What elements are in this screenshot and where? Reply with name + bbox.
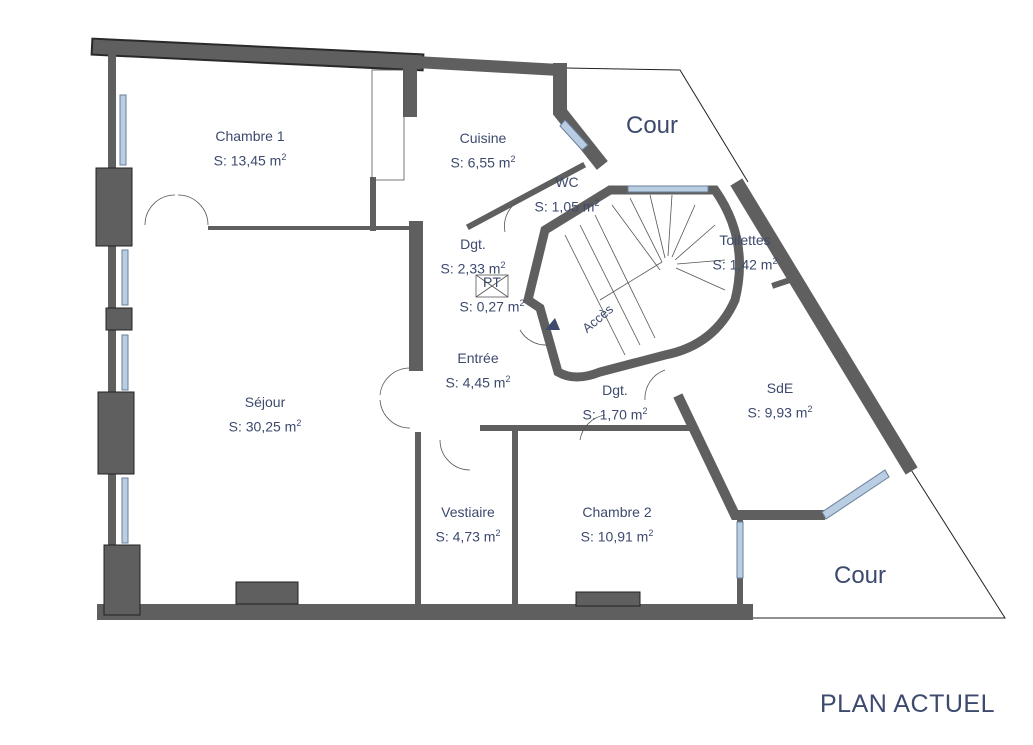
stair-enclosure [522,185,744,382]
wall-right [730,178,918,475]
room-name: Chambre 1 [215,128,285,144]
room-area: S: 9,93 [747,404,792,421]
room-name: SdE [766,380,794,396]
room-name: Cuisine [459,130,507,146]
pillar [95,167,133,247]
stair-steps [564,194,726,356]
room-name: Dgt. [602,382,628,398]
room-area: S: 10,91 [580,528,633,545]
window [821,469,890,520]
closet [371,69,405,181]
window [627,185,709,193]
pt-box [475,274,509,298]
wall-sde [673,393,825,520]
room-name: PT [483,274,501,290]
room-name: WC [555,174,579,190]
window [121,477,129,544]
window [119,94,127,166]
window [121,249,129,306]
wall-top-fill [92,39,423,70]
door-wc [504,199,521,233]
pillar [103,544,141,616]
door-sde [644,369,666,401]
room-area: S: 30,25 [228,418,281,435]
room-dgt-1: Dgt.S: 2,33 m2 [440,236,506,277]
room-name: Chambre 2 [582,504,652,520]
wall-cuisine-wc [465,161,587,231]
room-area: S: 13,45 [213,152,266,169]
room-name: Dgt. [460,236,486,252]
courtyard-label: Cour [834,562,887,589]
door-sejour [379,367,411,429]
courtyard-bottom-outline [745,464,1006,619]
radiator-niche [235,581,299,605]
windows [119,94,890,579]
pillar [97,391,135,475]
room-area: S: 6,55 [450,154,495,171]
plan-title: PLAN ACTUEL [820,690,996,718]
courtyard-outlines [564,67,1006,619]
room-area: S: 2,33 [440,260,485,277]
wall-top-kitchen [408,55,567,77]
door-entree [519,329,606,441]
room-area: S: 1,42 [712,256,757,273]
room-area: S: 4,73 [435,528,480,545]
wall-toilettes [771,276,794,289]
window [559,119,589,151]
room-name: Vestiaire [441,504,495,520]
room-name: Séjour [244,394,286,410]
room-name: Toilettes [719,232,771,248]
room-area: S: 1,05 [534,198,579,215]
radiator-niche [575,591,641,607]
courtyard-label: Cour [626,112,679,139]
room-dgt-2: Dgt.S: 1,70 m2 [582,382,648,423]
door-swings [144,69,666,471]
room-area: S: 1,70 [582,406,627,423]
room-area: S: 0,27 [459,298,504,315]
door-chambre1 [144,194,209,226]
courtyard-top-outline [564,67,749,183]
room-area: S: 4,45 [445,374,490,391]
room-name: Entrée [457,350,499,366]
window [736,521,744,579]
door-vestiaire [439,439,471,471]
window [121,334,129,391]
pillar [105,307,133,331]
pillars [95,167,641,616]
access-arrow-icon [545,318,560,330]
